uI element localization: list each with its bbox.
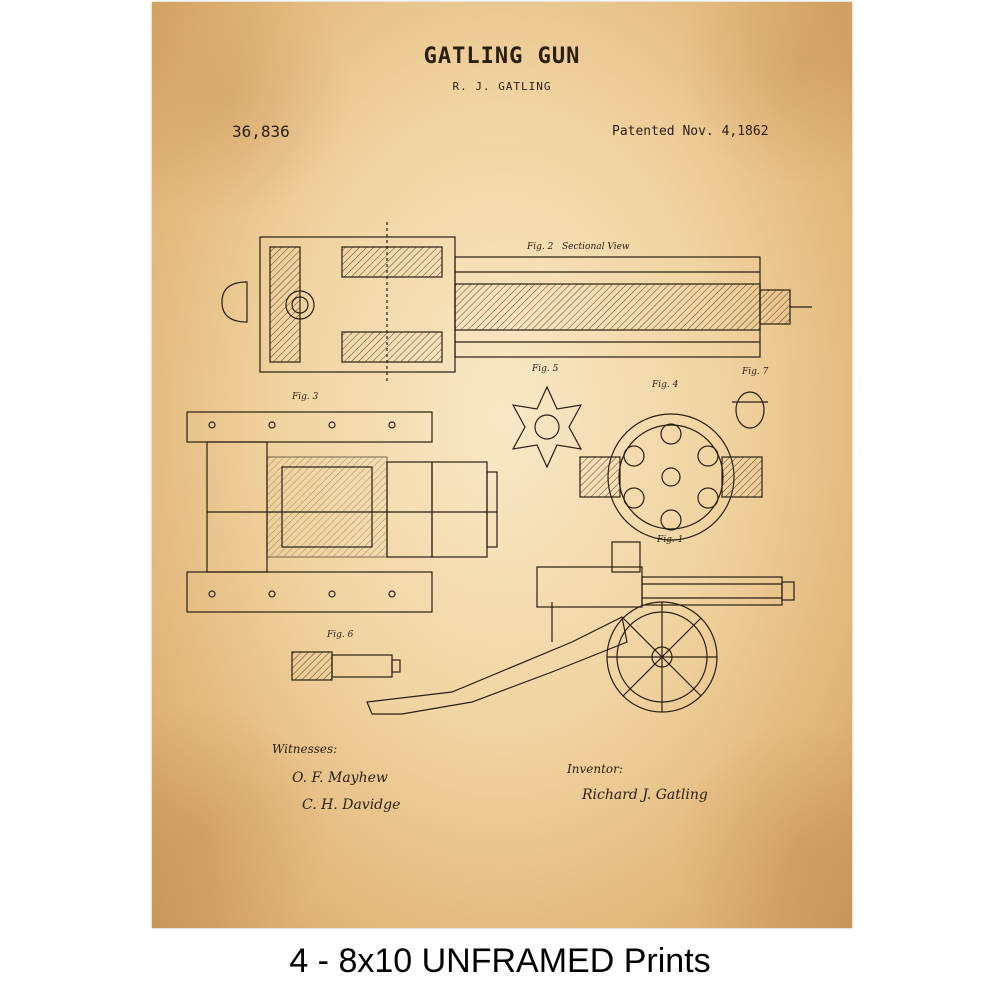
- fig5-label: Fig. 5: [532, 364, 559, 374]
- fig7-label: Fig. 7: [742, 367, 769, 377]
- fig4-cylinder-drawing: [579, 413, 763, 541]
- witness-signature-1: O. F. Mayhew: [292, 770, 388, 786]
- fig5-star-plate-drawing: [511, 385, 583, 469]
- fig6-label: Fig. 6: [327, 630, 354, 640]
- patent-drawings: [186, 222, 812, 715]
- fig7-ring-drawing: [732, 391, 768, 429]
- fig3-label: Fig. 3: [292, 392, 319, 402]
- fig2-label: Fig. 2: [527, 242, 554, 252]
- witness-signature-2: C. H. Davidge: [302, 797, 401, 813]
- inventor-label: Inventor:: [567, 762, 623, 776]
- fig3-frame-drawing: [186, 411, 498, 613]
- fig1-carriage-drawing: [366, 541, 795, 715]
- patent-poster: GATLING GUN R. J. GATLING 36,836 Patente…: [152, 2, 852, 928]
- fig1-label: Fig. 1: [657, 535, 684, 545]
- patent-title: GATLING GUN: [423, 44, 581, 69]
- patent-date: Patented Nov. 4,1862: [612, 124, 769, 139]
- fig4-label: Fig. 4: [652, 380, 679, 390]
- patent-number: 36,836: [232, 122, 290, 141]
- fig2-note: Sectional View: [562, 242, 630, 252]
- product-caption: 4 - 8x10 UNFRAMED Prints: [289, 942, 711, 980]
- fig2-sectional-drawing: [221, 222, 812, 382]
- inventor-signature: Richard J. Gatling: [582, 787, 708, 803]
- patent-inventor-line: R. J. GATLING: [452, 80, 552, 93]
- fig6-cartridge-drawing: [291, 651, 401, 681]
- witnesses-label: Witnesses:: [272, 742, 338, 756]
